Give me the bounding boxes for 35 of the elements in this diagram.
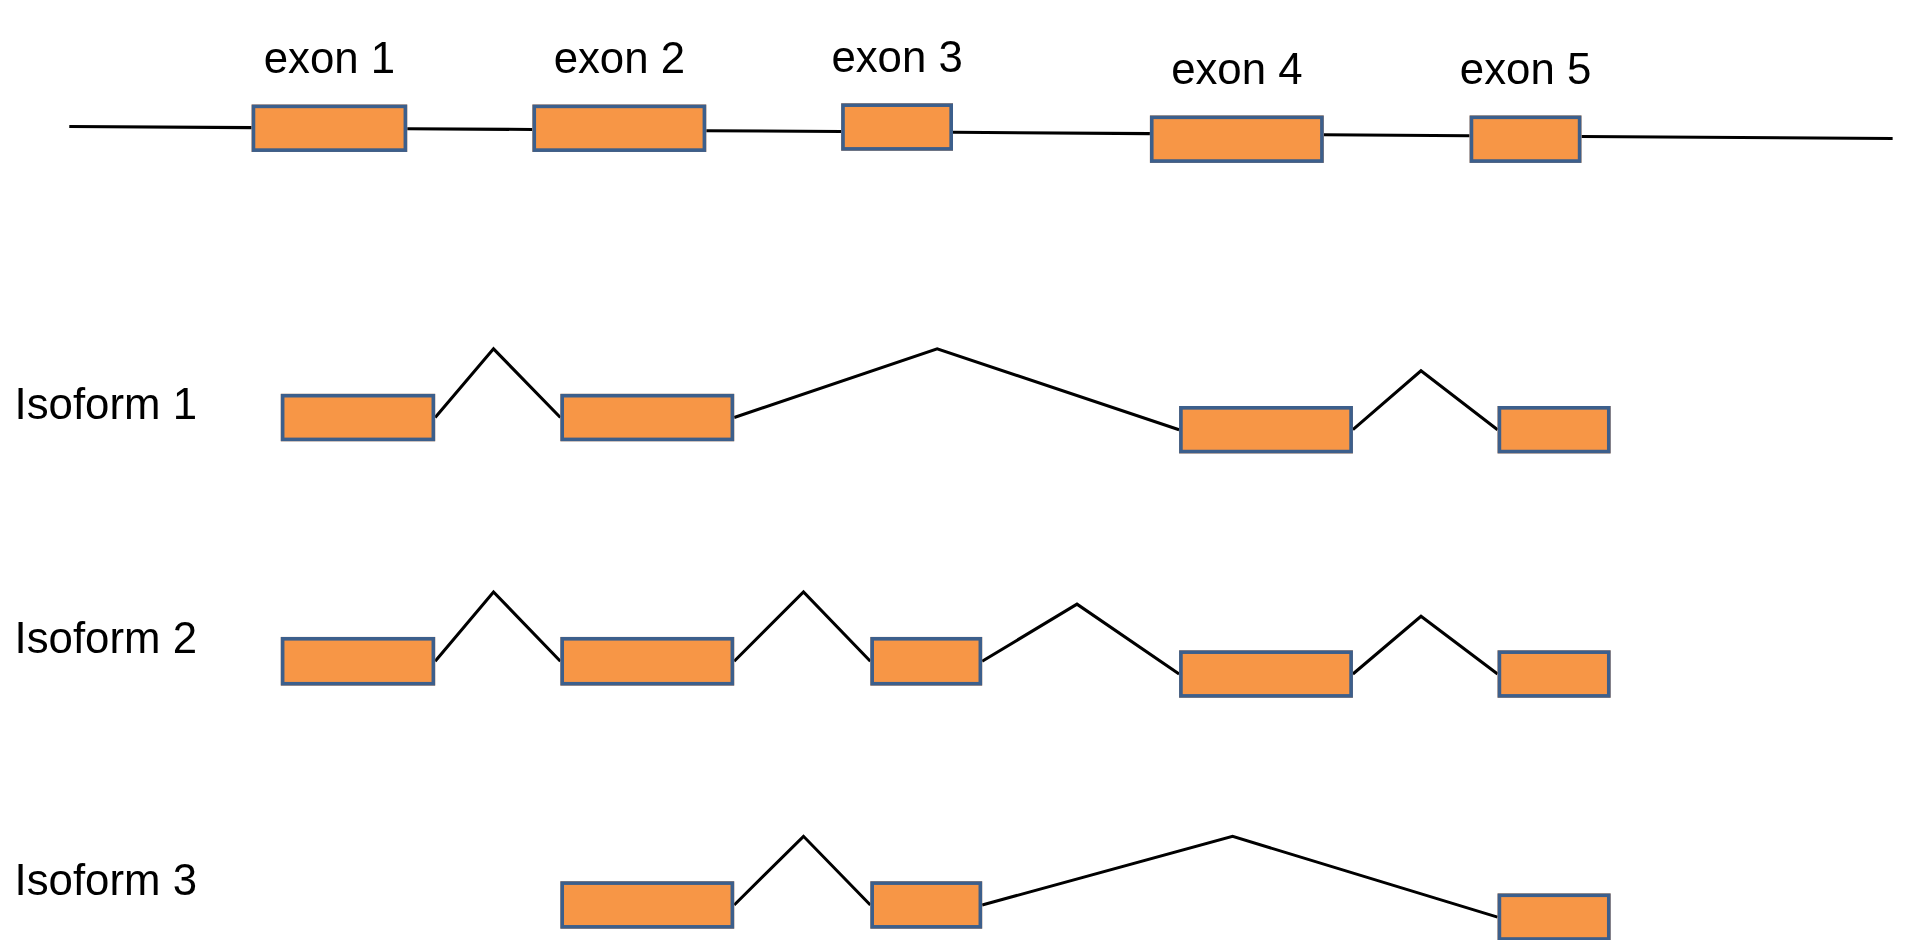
- exon-box: [870, 881, 983, 929]
- exon-box: [1497, 406, 1611, 454]
- intron-line: [733, 834, 872, 907]
- exon-box: [560, 636, 735, 686]
- intron-line: [434, 346, 562, 419]
- isoform-label: Isoform 1: [14, 380, 197, 430]
- gene-line: [1581, 135, 1893, 141]
- isoform-label: Isoform 2: [14, 613, 197, 663]
- gene-line: [1323, 133, 1470, 138]
- intron-line: [1351, 368, 1499, 431]
- gene-line: [69, 124, 252, 130]
- gene-line: [706, 129, 842, 134]
- exon-box: [870, 636, 983, 686]
- intron-line: [733, 347, 1180, 432]
- exon-box: [280, 636, 436, 686]
- exon-box: [1497, 893, 1611, 940]
- exon-label: exon 5: [1459, 45, 1592, 94]
- intron-line: [434, 589, 562, 663]
- intron-line: [733, 589, 872, 663]
- exon-label: exon 2: [553, 34, 686, 83]
- exon-box: [280, 393, 436, 442]
- exon-box: [560, 881, 735, 929]
- exon-label: exon 3: [831, 32, 963, 82]
- exon-label: exon 4: [1171, 45, 1303, 94]
- exon-box: [1179, 650, 1353, 698]
- exon-box: [1497, 650, 1611, 698]
- intron-line: [1351, 614, 1499, 676]
- intron-line: [981, 834, 1498, 919]
- isoform-label: Isoform 3: [14, 855, 197, 905]
- exon-box: [1179, 406, 1353, 454]
- intron-line: [981, 602, 1180, 676]
- gene-line: [407, 127, 533, 132]
- gene-line: [953, 130, 1150, 136]
- exon-box: [560, 393, 735, 442]
- exon-label: exon 1: [263, 34, 396, 83]
